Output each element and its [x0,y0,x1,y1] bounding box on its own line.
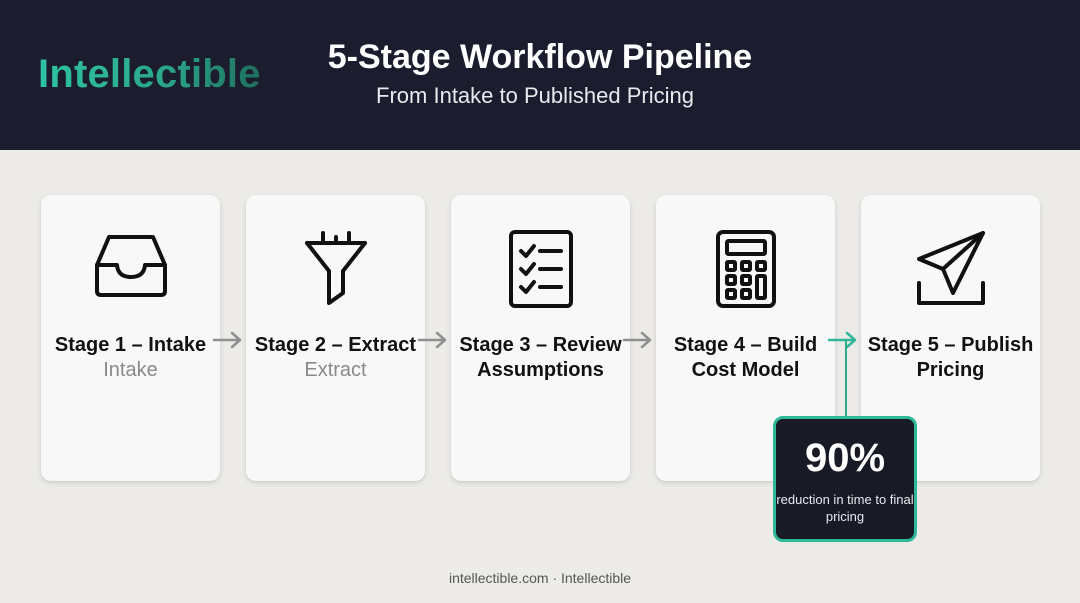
checklist-icon [508,230,573,308]
stage-label: Stage 4 – Build Cost Model [673,334,818,381]
stage-label: Stage 2 – Extract Extract [252,333,419,383]
brand-logo: Intellectible [38,52,261,96]
stage-card-4: Stage 4 – Build Cost Model [656,195,835,481]
stage-label: Stage 1 – Intake Intake [47,333,214,383]
page-subtitle: From Intake to Published Pricing [376,83,694,108]
stat-callout: 90% reduction in time to final pricing [773,416,917,542]
flow-arrow-icon-accent [827,331,857,349]
flow-arrow-icon [212,331,242,349]
stat-value: 90% [804,436,886,480]
inbox-tray-icon [94,235,167,297]
stat-caption: reduction in time to final pricing [776,492,914,524]
stage-card-1: Stage 1 – Intake Intake [41,195,220,481]
flow-arrow-icon [417,331,447,349]
flow-arrow-icon [622,331,652,349]
stage-sublabel: Extract [304,359,367,381]
stage-card-2: Stage 2 – Extract Extract [246,195,425,481]
footer-text: intellectible.com · Intellectible [448,570,632,586]
stage-label: Stage 3 – Review Assumptions [459,334,622,381]
stage-card-3: Stage 3 – Review Assumptions [451,195,630,481]
callout-connector-line [845,340,847,418]
header-bar: Intellectible 5-Stage Workflow Pipeline … [0,0,1080,150]
paper-plane-send-icon [916,231,985,305]
stage-sublabel: Intake [103,359,158,381]
calculator-icon [715,230,776,308]
funnel-icon [304,231,367,305]
stage-label: Stage 5 – Publish Pricing [867,334,1034,381]
page-title: 5-Stage Workflow Pipeline [327,38,753,76]
